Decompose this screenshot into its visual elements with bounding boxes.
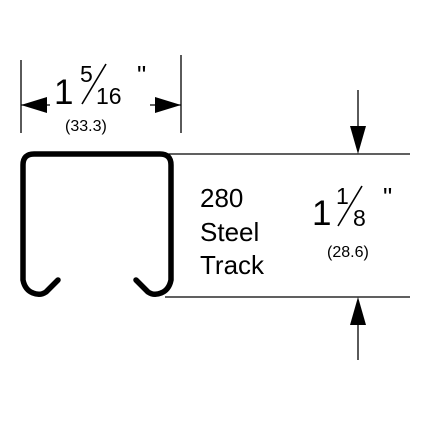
width-fraction-numerator: 5 — [80, 61, 93, 87]
width-whole-number: 1 — [54, 73, 73, 112]
track-label-material: Steel — [200, 217, 259, 247]
width-fraction-denominator: 16 — [96, 83, 122, 109]
width-inch-mark: " — [137, 60, 146, 90]
track-label: 280 Steel Track — [200, 183, 265, 280]
height-fraction-slash — [337, 185, 363, 227]
height-whole-number: 1 — [312, 194, 331, 233]
width-dimension: 1 5 16 " (33.3) — [20, 55, 182, 135]
height-metric-value: (28.6) — [327, 244, 369, 261]
height-arrow-top — [350, 126, 366, 154]
track-profile — [20, 151, 174, 298]
height-fraction-numerator: 1 — [336, 183, 349, 209]
track-label-type: Track — [200, 250, 265, 280]
height-dimension: 1 1 8 " (28.6) — [165, 90, 410, 360]
width-arrow-right — [155, 97, 181, 113]
width-metric-value: (33.3) — [65, 118, 107, 135]
height-inch-mark: " — [383, 182, 392, 212]
width-fraction-slash — [81, 63, 107, 105]
height-fraction-denominator: 8 — [353, 205, 366, 231]
height-arrow-bottom — [350, 297, 366, 325]
track-label-number: 280 — [200, 183, 243, 213]
width-arrow-left — [21, 97, 47, 113]
